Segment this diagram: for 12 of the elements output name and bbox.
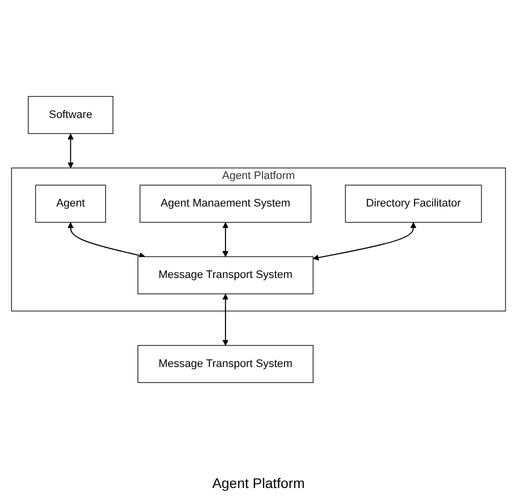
arrow [312,222,416,261]
arrow [68,134,74,168]
node-box: Software [28,96,114,134]
node-box: Agent [35,184,106,223]
node-box: Message Transport System [138,256,314,294]
node-box: Agent Manaement System [140,184,312,223]
platform-label: Agent Platform [212,475,305,491]
arrow [222,294,228,346]
arrow [222,222,228,257]
node-box: Directory Facilitator [345,184,482,223]
arrow [68,222,146,258]
node-box: Message Transport System [138,345,314,383]
